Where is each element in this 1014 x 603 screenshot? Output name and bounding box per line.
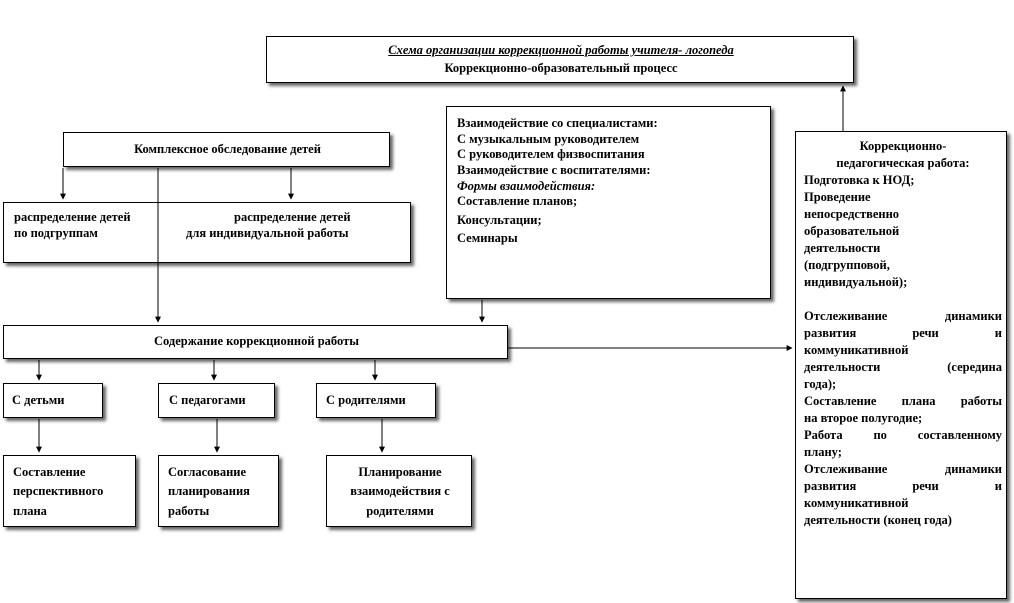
exam-label: Комплексное обследование детей — [134, 142, 321, 156]
plan-teachers-box: Согласование планирования работы — [158, 455, 279, 527]
title-box: Схема организации коррекционной работы у… — [266, 36, 854, 83]
correctional-work-title: Коррекционно- — [859, 139, 947, 153]
distribution-box: распределение детей по подгруппам распре… — [3, 202, 411, 263]
exam-box: Комплексное обследование детей — [63, 132, 390, 167]
plan-parents-text: Планирование взаимодействия с родителями — [350, 465, 450, 518]
diagram-subtitle: Коррекционно-образовательный процесс — [444, 61, 678, 75]
correctional-work-text: Коррекционно- педагогическая работа: Под… — [804, 139, 1002, 527]
distribution-individual-label: распределение детей для индивидуальной р… — [186, 210, 351, 240]
group-teachers-label: С педагогами — [169, 393, 246, 407]
specialists-text: Взаимодействие со специалистами: С музык… — [457, 116, 658, 246]
group-teachers-box: С педагогами — [158, 383, 275, 418]
diagram-title: Схема организации коррекционной работы у… — [388, 43, 734, 57]
distribution-subgroups-label: распределение детей по подгруппам — [14, 210, 131, 240]
content-box: Содержание коррекционной работы — [3, 325, 508, 359]
group-parents-box: С родителями — [316, 383, 436, 418]
plan-children-text: Составление перспективного плана — [13, 465, 104, 518]
plan-parents-box: Планирование взаимодействия с родителями — [326, 455, 472, 527]
group-children-label: С детьми — [12, 393, 65, 407]
specialists-box: Взаимодействие со специалистами: С музык… — [446, 106, 771, 299]
correctional-work-box: Коррекционно- педагогическая работа: Под… — [795, 131, 1007, 599]
plan-children-box: Составление перспективного плана — [3, 455, 136, 527]
content-label: Содержание коррекционной работы — [154, 334, 359, 348]
group-children-box: С детьми — [3, 383, 103, 418]
plan-teachers-text: Согласование планирования работы — [168, 465, 250, 518]
forms-heading: Формы взаимодействия: — [457, 178, 596, 193]
specialists-heading: Взаимодействие со специалистами: — [457, 116, 658, 130]
educators-heading: Взаимодействие с воспитателями: — [457, 162, 651, 177]
group-parents-label: С родителями — [326, 393, 406, 407]
